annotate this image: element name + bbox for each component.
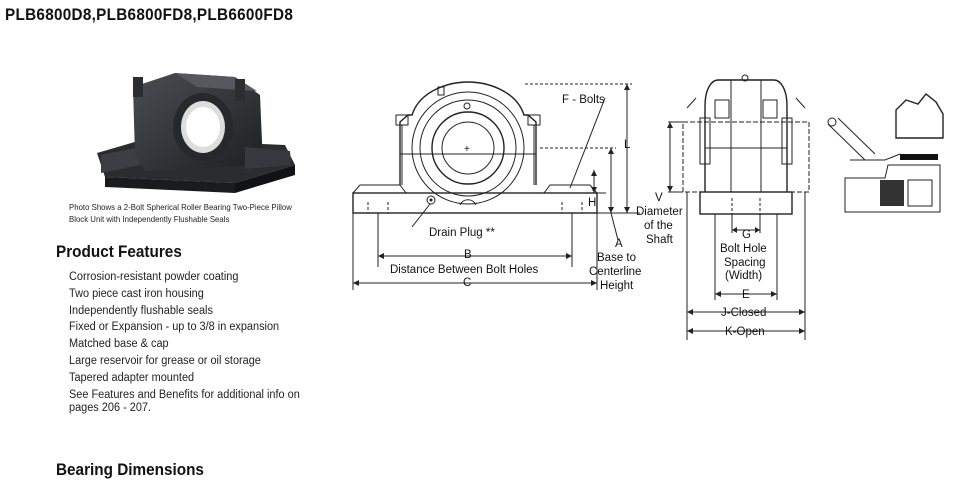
v-label: V (655, 192, 663, 204)
j-label: J-Closed (721, 307, 766, 319)
g-description-2: Spacing (724, 257, 766, 269)
v-description-3: Shaft (646, 234, 674, 246)
list-item: Tapered adapter mounted (69, 371, 195, 384)
list-item: See Features and Benefits for additional… (69, 388, 300, 415)
list-item: Corrosion-resistant powder coating (69, 271, 239, 283)
pillow-block-photo (97, 73, 295, 193)
f-bolts-label: F - Bolts (562, 94, 605, 106)
c-label: C (463, 277, 471, 289)
list-item: Fixed or Expansion - up to 3/8 in expans… (69, 321, 280, 334)
l-label: L (624, 139, 631, 151)
a-label: A (615, 238, 623, 250)
list-item: Independently flushable seals (69, 304, 213, 317)
list-item: Large reservoir for grease or oil storag… (69, 354, 261, 367)
svg-text:+: + (464, 144, 470, 155)
a-description-2: Centerline (589, 266, 641, 278)
k-label: K-Open (725, 326, 765, 338)
features-list: Corrosion-resistant powder coating Two p… (69, 269, 344, 416)
b-label: B (464, 249, 472, 261)
v-description-1: Diameter (636, 206, 683, 218)
dimension-drawing: + (352, 74, 944, 340)
v-description-2: of the (644, 220, 673, 232)
dimensions-heading: Bearing Dimensions (56, 460, 204, 479)
photo-caption: Photo Shows a 2-Bolt Spherical Roller Be… (69, 202, 292, 224)
e-label: E (742, 289, 750, 301)
g-description-3: (Width) (725, 270, 762, 282)
front-view: + (352, 81, 640, 290)
list-item: Two piece cast iron housing (69, 287, 204, 300)
seal-detail-view (827, 93, 944, 213)
g-description-1: Bolt Hole (720, 243, 767, 255)
b-description: Distance Between Bolt Holes (390, 264, 539, 276)
h-label: H (588, 197, 596, 209)
a-description-3: Height (600, 280, 634, 292)
drain-plug-label: Drain Plug ** (429, 227, 495, 239)
side-view (667, 74, 810, 340)
g-label: G (742, 229, 751, 241)
page-title: PLB6800D8,PLB6800FD8,PLB6600FD8 (5, 5, 294, 24)
features-heading: Product Features (56, 242, 182, 261)
a-description-1: Base to (597, 252, 636, 264)
list-item: Matched base & cap (69, 338, 169, 351)
